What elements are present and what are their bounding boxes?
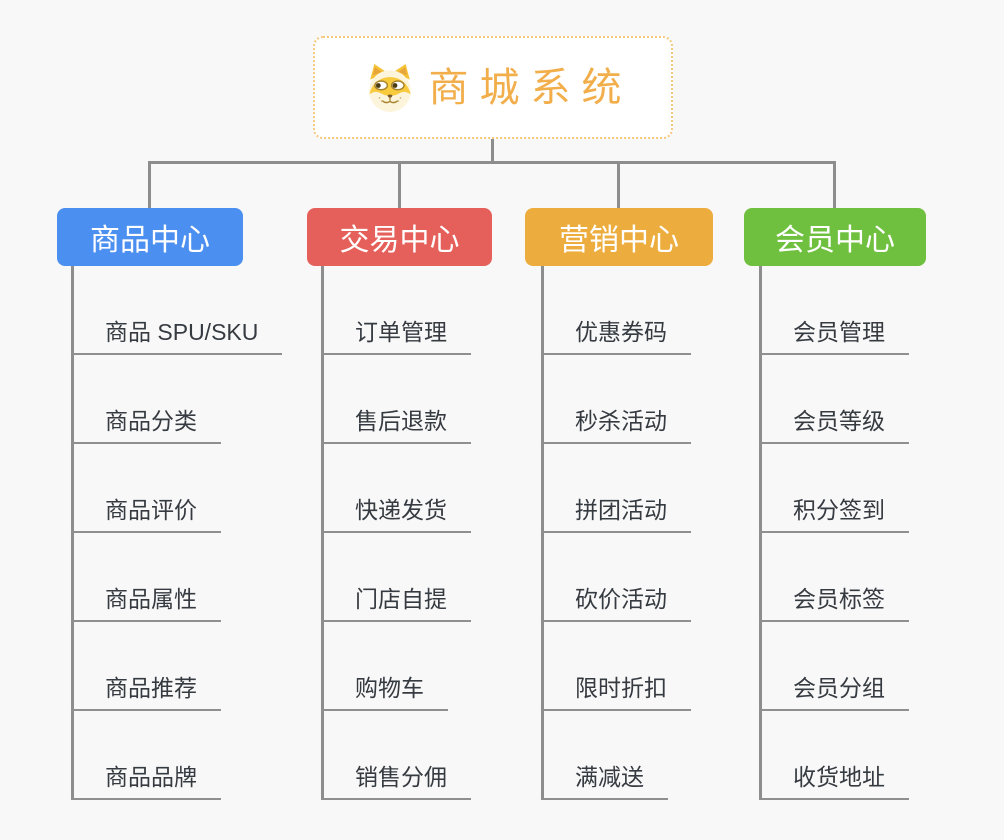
- root-node[interactable]: 商城系统: [313, 36, 673, 139]
- tree-item[interactable]: 会员管理: [759, 317, 909, 355]
- tree-item[interactable]: 快递发货: [321, 495, 471, 533]
- branch-header-member-center[interactable]: 会员中心: [744, 208, 926, 266]
- tree-item[interactable]: 订单管理: [321, 317, 471, 355]
- branch-header-trade-center[interactable]: 交易中心: [307, 208, 492, 266]
- tree-item[interactable]: 积分签到: [759, 495, 909, 533]
- branch-trunk: [321, 266, 324, 800]
- connector-branch-drop: [148, 161, 151, 208]
- connector-horizontal-bar: [148, 161, 836, 164]
- connector-branch-drop: [617, 161, 620, 208]
- tree-item[interactable]: 商品推荐: [71, 673, 221, 711]
- branch-trunk: [759, 266, 762, 800]
- tree-item[interactable]: 购物车: [321, 673, 448, 711]
- tree-item[interactable]: 商品评价: [71, 495, 221, 533]
- branch-header-marketing-center[interactable]: 营销中心: [525, 208, 713, 266]
- tree-item[interactable]: 砍价活动: [541, 584, 691, 622]
- root-title: 商城系统: [428, 65, 633, 110]
- tree-item[interactable]: 优惠券码: [541, 317, 691, 355]
- tree-item[interactable]: 满减送: [541, 762, 668, 800]
- tree-item[interactable]: 商品品牌: [71, 762, 221, 800]
- tree-item[interactable]: 限时折扣: [541, 673, 691, 711]
- tree-item[interactable]: 会员分组: [759, 673, 909, 711]
- connector-root-drop: [491, 139, 494, 164]
- tree-item[interactable]: 商品 SPU/SKU: [71, 317, 283, 355]
- tree-item[interactable]: 拼团活动: [541, 495, 691, 533]
- branch-header-product-center[interactable]: 商品中心: [57, 208, 243, 266]
- tree-item[interactable]: 售后退款: [321, 406, 471, 444]
- tree-item[interactable]: 秒杀活动: [541, 406, 691, 444]
- tree-item[interactable]: 商品分类: [71, 406, 221, 444]
- branch-trunk: [71, 266, 74, 800]
- tree-item[interactable]: 商品属性: [71, 584, 221, 622]
- connector-branch-drop: [398, 161, 401, 208]
- tree-item[interactable]: 会员标签: [759, 584, 909, 622]
- branch-trunk: [541, 266, 544, 800]
- connector-branch-drop: [833, 161, 836, 208]
- tree-item[interactable]: 收货地址: [759, 762, 909, 800]
- doge-icon: [368, 63, 411, 112]
- tree-item[interactable]: 会员等级: [759, 406, 909, 444]
- tree-item[interactable]: 门店自提: [321, 584, 471, 622]
- tree-item[interactable]: 销售分佣: [321, 762, 471, 800]
